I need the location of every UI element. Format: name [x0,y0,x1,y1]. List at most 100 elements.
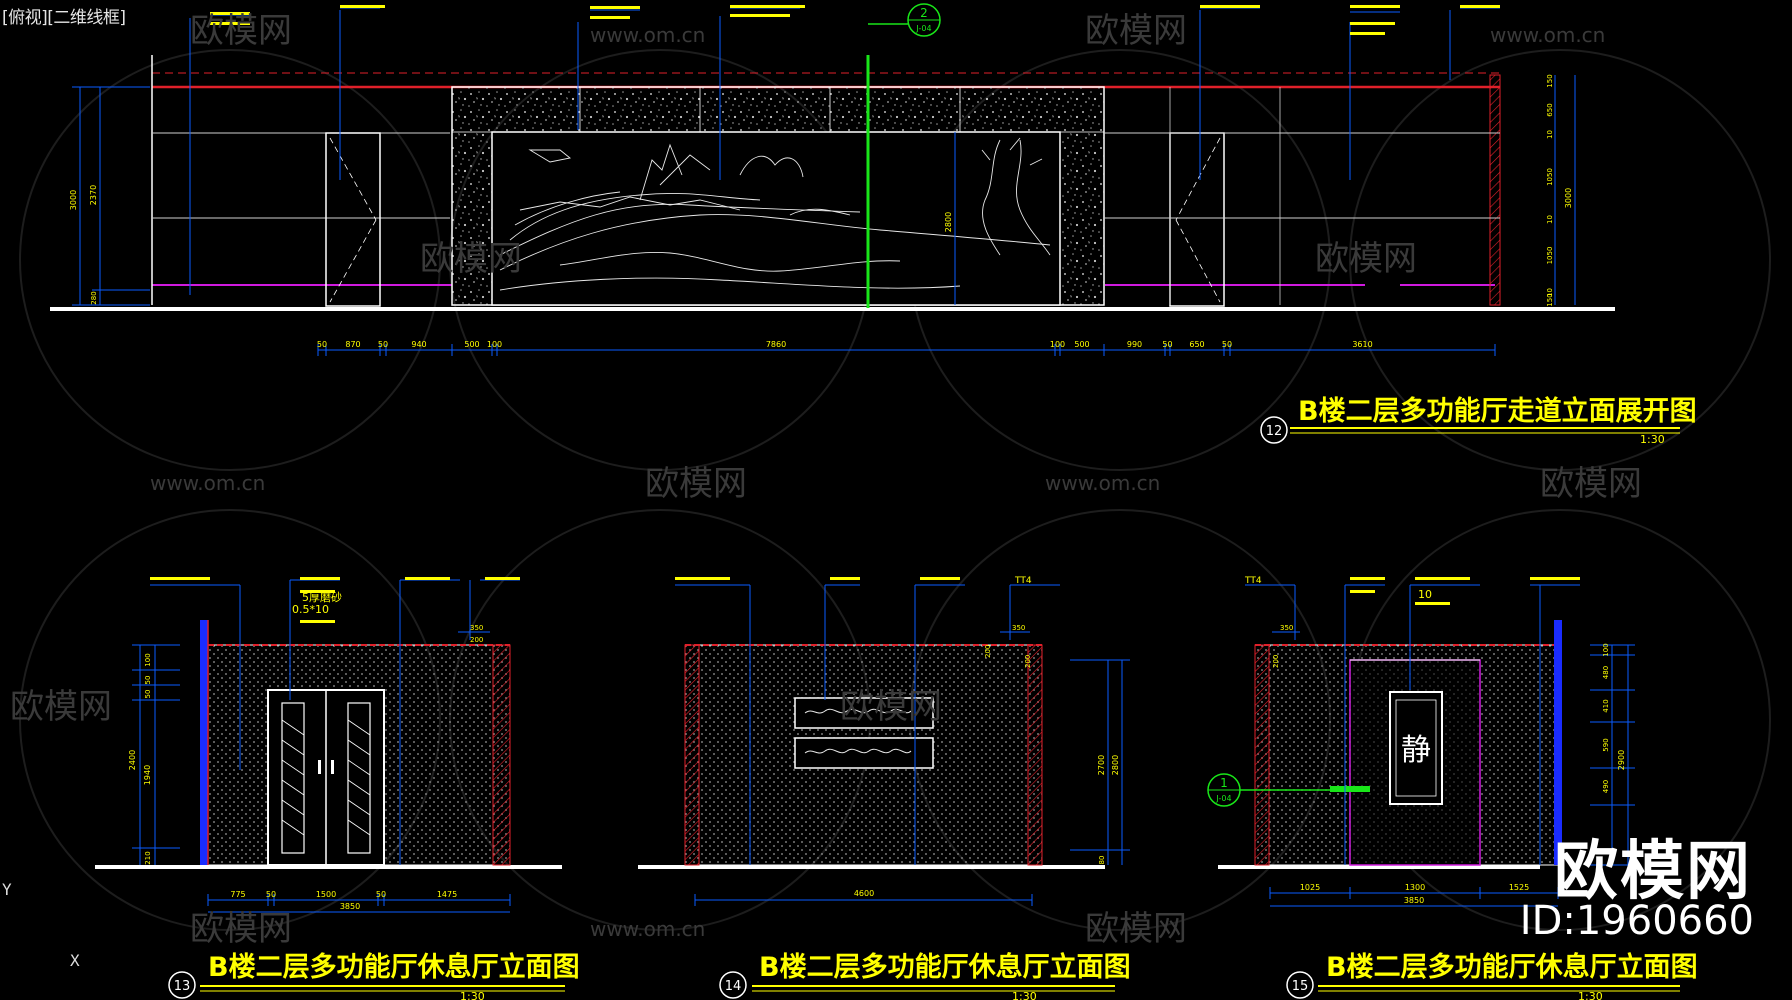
watermark-logo: 欧模网 [1085,909,1187,949]
drawing-13-scale: 1:30 [460,990,485,1000]
watermark-logo: 欧模网 [190,909,292,949]
drawing-14-title: B楼二层多功能厅休息厅立面图 [759,951,1131,983]
dimension-label: 7860 [766,340,786,349]
dimension-label: 990 [1127,340,1142,349]
viewport-label[interactable]: [俯视][二维线框] [2,8,126,28]
dim-12-height-280: 280 [90,291,98,304]
dim-12-height-3000: 3000 [69,190,78,210]
watermark-logo: 欧模网 [1315,239,1417,279]
watermark-logo: 欧模网 [190,11,292,51]
dim-15-top-350: 350 [1280,624,1293,632]
dimension-label: 10 [1546,288,1554,297]
dimension-label: 940 [411,340,426,349]
watermark-logo: 欧模网 [10,687,112,727]
dim-13-left-3: 50 [144,690,152,699]
drawing-12-number: 12 [1266,424,1283,439]
dimension-label: 650 [1546,103,1554,116]
dimension-label: 1475 [437,890,457,899]
dimension-label: 100 [487,340,502,349]
dimension-label: 50 [376,890,386,899]
section-marker-12-bottom: J-04 [915,24,931,33]
dimension-label: 500 [1074,340,1089,349]
dimension-label: 1300 [1405,883,1425,892]
artwork-15-calligraphy: 静 [1401,733,1431,768]
dim-13-top-200: 200 [470,636,483,644]
elevation-12-corridor: 2 J-04 [50,3,1697,446]
dim-13-top-350: 350 [470,624,483,632]
dimension-label: 775 [230,890,245,899]
watermark-logo: 欧模网 [840,687,942,727]
landscape-relief [499,137,1051,291]
section-marker-15-bottom: J-04 [1215,794,1231,803]
dimension-label: 10 [1546,130,1554,139]
drawing-15-number: 15 [1292,979,1309,994]
dim-13-left-4: 2400 [128,750,137,770]
dimension-label: 1050 [1546,247,1554,265]
dimension-label: 50 [378,340,388,349]
section-marker-12-top: 2 [920,6,928,20]
dim-13-left-6: 210 [144,851,152,864]
dimension-label: 480 [1602,666,1610,679]
dim-13-left-2: 50 [144,676,152,685]
dim-12-center: 2800 [944,212,953,232]
dim-14-top-200a: 200 [984,645,992,658]
dim-15-total: 3850 [1404,896,1424,905]
watermark-site: www.om.cn [1045,471,1160,495]
dim-15-right-total: 2900 [1617,750,1626,770]
dimension-label: 150 [1546,293,1554,306]
watermark-site: www.om.cn [150,471,265,495]
watermark-logo: 欧模网 [420,239,522,279]
dimension-label: 100 [1602,643,1610,656]
dimension-label: 590 [1602,738,1610,751]
dimension-label: 150 [1546,74,1554,87]
drawing-12-title: B楼二层多功能厅走道立面展开图 [1298,395,1697,427]
dim-13-left-1: 100 [144,653,152,666]
drawing-12-scale: 1:30 [1640,433,1665,446]
watermark-site: www.om.cn [590,23,705,47]
dimension-label: 650 [1189,340,1204,349]
dim-14-right-2700: 2700 [1097,755,1106,775]
dimension-label: 1025 [1300,883,1320,892]
note-13-strip: 0.5*10 [292,603,329,616]
note-15-tt4: TT4 [1244,576,1262,586]
brand-logo: 欧模网 [1554,835,1752,909]
dim-13-left-5: 1940 [143,765,152,785]
watermark-logo: 欧模网 [1085,11,1187,51]
dimension-label: 50 [317,340,327,349]
dim-12-right-total: 3000 [1564,188,1573,208]
dimension-label: 1500 [316,890,336,899]
dim-14-top-350: 350 [1012,624,1025,632]
elevation-13-lounge: 5厚磨砂 0.5*10 350 200 100 50 50 2400 1940 … [95,577,580,1000]
note-15-ten: 10 [1418,588,1432,601]
drawing-14-number: 14 [725,979,742,994]
dimension-label: 1525 [1509,883,1529,892]
dim-15-top-200: 200 [1272,655,1280,668]
elevation-15-lounge: 静 1 J-04 TT4 10 350 200 [1207,576,1698,1000]
dimension-label: 3610 [1352,340,1372,349]
dim-12-height-2370: 2370 [89,185,98,205]
section-marker-15-top: 1 [1220,776,1228,790]
dim-14-width: 4600 [854,889,874,898]
dimension-label: 490 [1602,780,1610,793]
note-14-tt4: TT4 [1014,576,1032,586]
watermark-site: www.om.cn [590,917,705,941]
ucs-axis-icon: Y X [2,880,80,970]
drawing-15-title: B楼二层多功能厅休息厅立面图 [1326,951,1698,983]
dim-13-total: 3850 [340,902,360,911]
ucs-y-label: Y [2,880,12,899]
brand-id: ID:1960660 [1519,898,1754,944]
dimension-label: 50 [1162,340,1172,349]
drawing-15-scale: 1:30 [1578,990,1603,1000]
ucs-x-label: X [70,951,80,970]
elevation-14-lounge: TT4 350 200 200 2700 2800 80 4600 14 B楼二… [638,576,1131,1000]
drawing-13-number: 13 [174,979,191,994]
dimension-label: 50 [266,890,276,899]
dimension-label: 870 [345,340,360,349]
dimension-label: 100 [1050,340,1065,349]
watermark-site: www.om.cn [1490,23,1605,47]
drawing-14-scale: 1:30 [1012,990,1037,1000]
dim-14-top-200b: 200 [1024,655,1032,668]
dimension-label: 50 [1222,340,1232,349]
watermark-logo: 欧模网 [645,464,747,504]
